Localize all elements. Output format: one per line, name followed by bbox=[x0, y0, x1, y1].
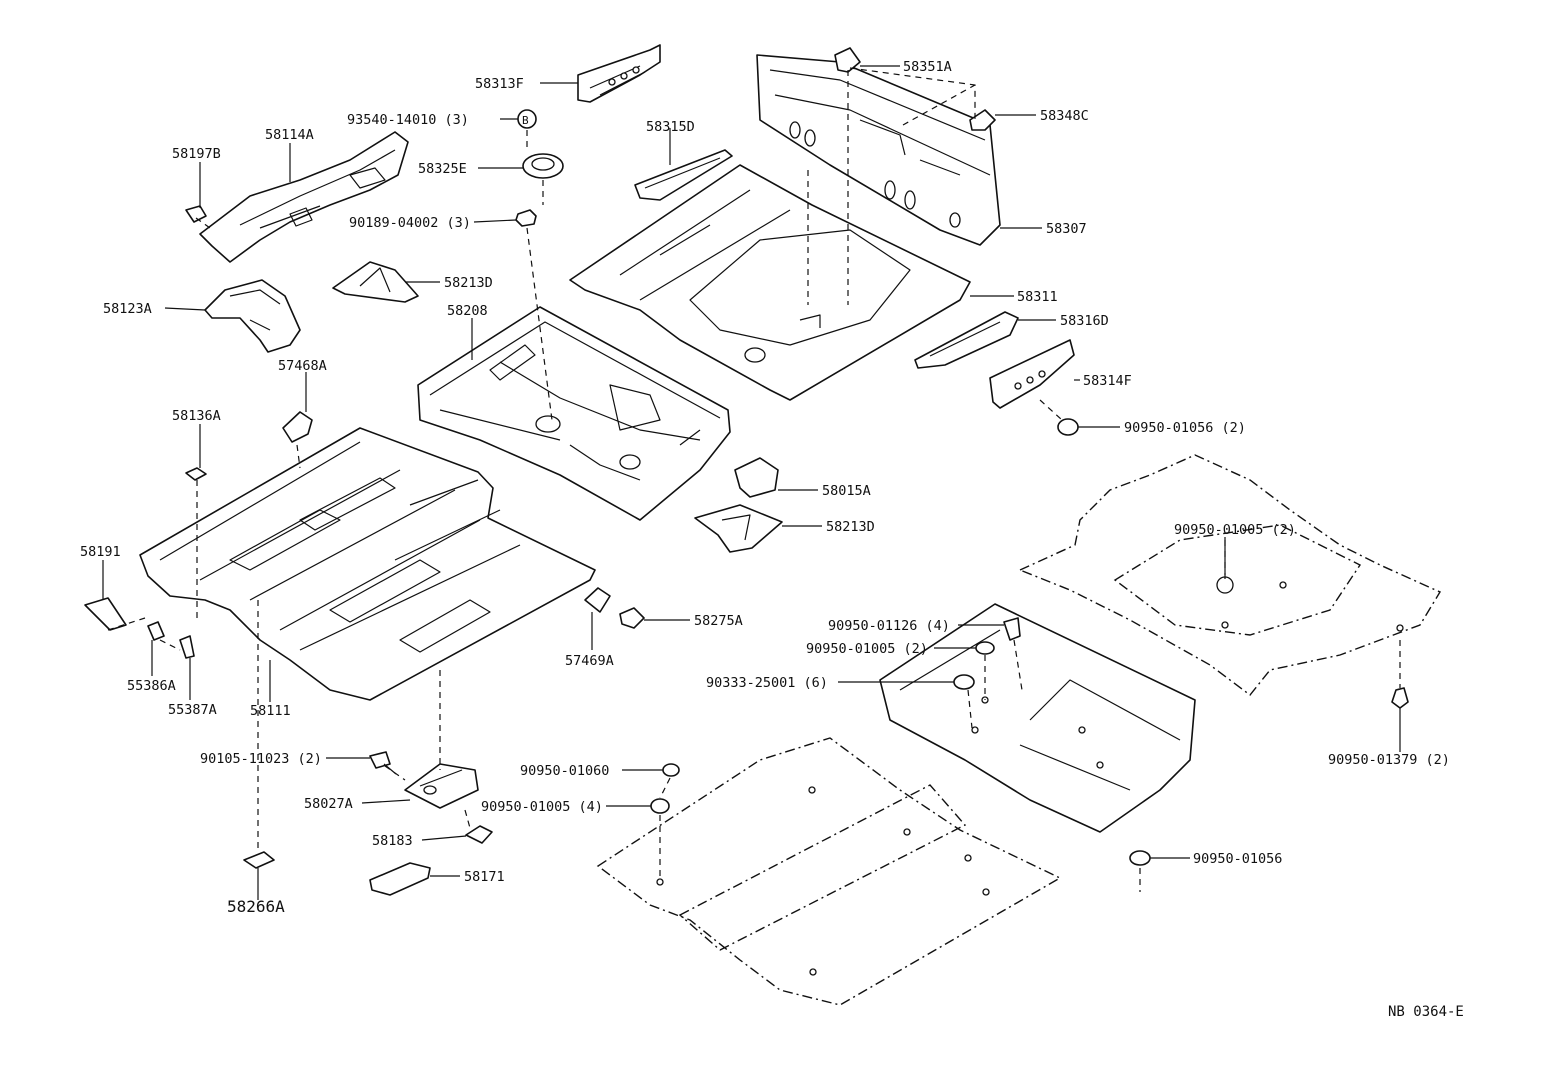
part-57468A bbox=[282, 411, 313, 443]
label-90105-11023: 90105-11023 (2) bbox=[200, 751, 322, 767]
label-93540-14010: 93540-14010 (3) bbox=[347, 112, 469, 128]
pad-front bbox=[596, 737, 1062, 1006]
label-57468A: 57468A bbox=[278, 358, 327, 374]
svg-text:B: B bbox=[522, 114, 529, 127]
part-58114A bbox=[199, 131, 409, 263]
label-58316D: 58316D bbox=[1060, 313, 1109, 329]
label-58213D-upper: 58213D bbox=[444, 275, 493, 291]
label-57469A: 57469A bbox=[565, 653, 614, 669]
part-90950-01005-mid-plug bbox=[975, 641, 995, 655]
part-58136A bbox=[185, 467, 207, 481]
leader-lines bbox=[102, 65, 1401, 900]
label-90950-01126: 90950-01126 (4) bbox=[828, 618, 950, 634]
label-58114A: 58114A bbox=[265, 127, 314, 143]
part-58315D bbox=[634, 149, 733, 201]
part-58213D-upper bbox=[332, 261, 419, 303]
part-58123A bbox=[204, 279, 301, 353]
part-58213D-lower bbox=[694, 504, 783, 553]
label-90950-01005-2-mid: 90950-01005 (2) bbox=[806, 641, 928, 657]
label-90950-01056-2: 90950-01056 (2) bbox=[1124, 420, 1246, 436]
part-58314F bbox=[989, 339, 1075, 409]
part-58027A bbox=[404, 763, 479, 809]
part-58275A bbox=[619, 607, 645, 629]
part-labels: 58313F 93540-14010 (3) 58325E 90189-0400… bbox=[80, 59, 1464, 1020]
part-58351A bbox=[834, 47, 861, 73]
label-90950-01060: 90950-01060 bbox=[520, 763, 609, 779]
part-90950-01005-4-plug bbox=[650, 798, 670, 814]
label-58015A: 58015A bbox=[822, 483, 871, 499]
part-57469A bbox=[584, 587, 611, 613]
part-58015A bbox=[734, 457, 779, 498]
part-55387A bbox=[179, 635, 195, 659]
part-58311 bbox=[569, 164, 971, 401]
part-90333-clip bbox=[953, 674, 975, 690]
part-90189-nut bbox=[515, 209, 537, 227]
label-90189-04002: 90189-04002 (3) bbox=[349, 215, 471, 231]
label-58266A: 58266A bbox=[227, 897, 285, 916]
label-58027A: 58027A bbox=[304, 796, 353, 812]
label-90950-01379: 90950-01379 (2) bbox=[1328, 752, 1450, 768]
label-58123A: 58123A bbox=[103, 301, 152, 317]
part-58316D bbox=[914, 311, 1019, 369]
label-58208: 58208 bbox=[447, 303, 488, 319]
label-58351A: 58351A bbox=[903, 59, 952, 75]
part-93540-grommet: B bbox=[517, 109, 537, 129]
part-58191 bbox=[84, 597, 127, 631]
label-90950-01005-2-right: 90950-01005 (2) bbox=[1174, 522, 1296, 538]
label-58171: 58171 bbox=[464, 869, 505, 885]
label-58213D-lower: 58213D bbox=[826, 519, 875, 535]
part-58171 bbox=[369, 862, 431, 896]
pad-middle bbox=[879, 603, 1196, 833]
label-55386A: 55386A bbox=[127, 678, 176, 694]
part-58183 bbox=[465, 825, 493, 844]
label-90333-25001: 90333-25001 (6) bbox=[706, 675, 828, 691]
part-58208 bbox=[417, 306, 731, 521]
label-58191: 58191 bbox=[80, 544, 121, 560]
part-90105-bolt bbox=[369, 751, 397, 775]
part-58313F bbox=[577, 44, 661, 103]
assembly-dash-lines bbox=[107, 67, 1401, 892]
label-58311: 58311 bbox=[1017, 289, 1058, 305]
part-55386A bbox=[147, 621, 165, 641]
label-58315D: 58315D bbox=[646, 119, 695, 135]
label-58275A: 58275A bbox=[694, 613, 743, 629]
part-90950-01126-clip bbox=[1003, 617, 1021, 641]
part-58266A bbox=[243, 851, 275, 869]
part-90950-01056-plug-upper bbox=[1057, 418, 1079, 436]
part-90950-01379-clip bbox=[1391, 687, 1409, 709]
part-58197B bbox=[185, 205, 207, 223]
part-90950-01060-plug bbox=[662, 763, 680, 777]
label-58307: 58307 bbox=[1046, 221, 1087, 237]
label-58313F: 58313F bbox=[475, 76, 524, 92]
label-58325E: 58325E bbox=[418, 161, 467, 177]
part-58111 bbox=[139, 427, 596, 701]
label-58197B: 58197B bbox=[172, 146, 221, 162]
label-55387A: 55387A bbox=[168, 702, 217, 718]
label-58314F: 58314F bbox=[1083, 373, 1132, 389]
label-58348C: 58348C bbox=[1040, 108, 1089, 124]
label-58136A: 58136A bbox=[172, 408, 221, 424]
part-58325E bbox=[522, 153, 564, 179]
part-90950-01056-plug-lower bbox=[1129, 850, 1151, 866]
label-58111: 58111 bbox=[250, 703, 291, 719]
figure-code: NB 0364-E bbox=[1388, 1004, 1464, 1020]
part-58348C bbox=[969, 109, 996, 131]
part-58307 bbox=[756, 54, 1001, 246]
label-90950-01005-4: 90950-01005 (4) bbox=[481, 799, 603, 815]
label-90950-01056: 90950-01056 bbox=[1193, 851, 1282, 867]
label-58183: 58183 bbox=[372, 833, 413, 849]
